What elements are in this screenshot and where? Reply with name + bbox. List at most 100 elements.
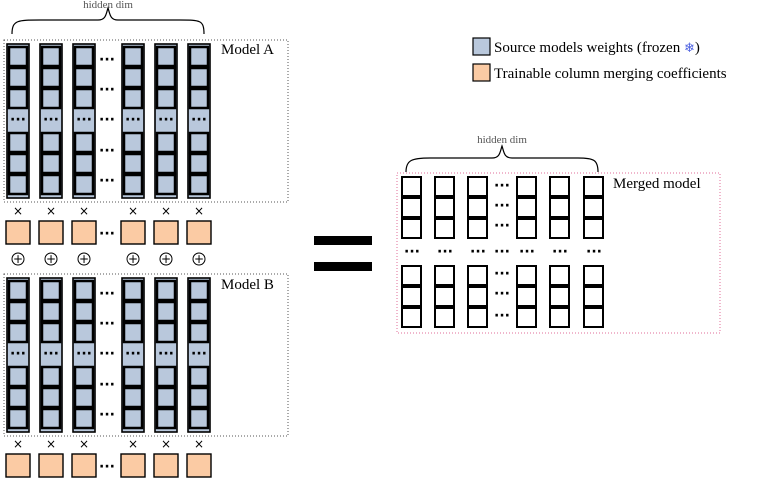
model-a-cell [155, 152, 177, 175]
model-b-cell [40, 386, 62, 409]
equals-bottom-bar [314, 262, 372, 271]
model-b-cell [73, 407, 95, 430]
merged-model-frame [396, 172, 721, 334]
model-b-cell [40, 300, 62, 323]
plus-icon [77, 252, 91, 266]
plus-sign: + [46, 252, 56, 266]
merged-gap-ellipsis: ··· [494, 244, 510, 260]
model-a-cell [122, 131, 144, 154]
coef-a-coefficient [5, 220, 31, 245]
model-a-cell [7, 131, 29, 154]
coef-b-coefficient [71, 453, 97, 478]
model-b-gap-ellipsis: ··· [99, 316, 115, 332]
model-b-column [154, 277, 178, 433]
merged-cell [401, 307, 422, 328]
model-a-column [39, 43, 63, 199]
coef-a-coefficient [186, 220, 212, 245]
model-a-cell [122, 152, 144, 175]
merged-column-ellipsis: ··· [437, 244, 453, 260]
model-b-cell [73, 300, 95, 323]
model-a-cell [73, 66, 95, 89]
merged-cell [549, 307, 570, 328]
model-a-gap-ellipsis: ··· [99, 143, 115, 159]
model-b-cell [7, 365, 29, 388]
model-a-cell [40, 152, 62, 175]
coef-b-coefficient [38, 453, 64, 478]
merged-cell [516, 307, 537, 328]
model-b-column [121, 277, 145, 433]
merged-cell [467, 286, 488, 307]
model-a-cell [40, 131, 62, 154]
merged-cell [549, 176, 570, 197]
model-a-cell [7, 152, 29, 175]
model-b-cell [73, 386, 95, 409]
merged-column-ellipsis: ··· [470, 244, 486, 260]
model-b-column [187, 277, 211, 433]
model-b-cell [188, 300, 210, 323]
model-a-column [154, 43, 178, 199]
model-b-cell [40, 365, 62, 388]
model-b-cell [122, 300, 144, 323]
model-b-label: Model B [221, 277, 274, 293]
coef-a-times: × [13, 204, 23, 218]
merged-cell [516, 176, 537, 197]
merged-cell [549, 265, 570, 286]
model-b-cell [188, 365, 210, 388]
model-b-gap-ellipsis: ··· [99, 377, 115, 393]
plus-sign: + [194, 252, 204, 266]
model-a-column-ellipsis: ··· [10, 112, 26, 128]
top-brace-label: hidden dim [83, 0, 133, 11]
model-b-frame [3, 273, 289, 437]
model-b-cell [188, 407, 210, 430]
coef-b-coefficient [186, 453, 212, 478]
model-a-cell [122, 173, 144, 196]
merged-cell [401, 265, 422, 286]
model-b-column-ellipsis: ··· [10, 346, 26, 362]
model-b-cell [188, 321, 210, 344]
model-a-column [6, 43, 30, 199]
model-b-cell [122, 407, 144, 430]
model-a-gap-ellipsis: ··· [99, 112, 115, 128]
model-b-cell [7, 386, 29, 409]
model-b-cell [73, 279, 95, 302]
merged-cell [434, 197, 455, 218]
merged-column-ellipsis: ··· [519, 244, 535, 260]
model-b-column-ellipsis: ··· [191, 346, 207, 362]
merged-gap-ellipsis: ··· [494, 286, 510, 302]
merged-cell [467, 307, 488, 328]
model-a-cell [155, 87, 177, 110]
model-a-cell [73, 131, 95, 154]
model-a-cell [7, 45, 29, 68]
model-a-cell [155, 173, 177, 196]
model-a-gap-ellipsis: ··· [99, 173, 115, 189]
model-a-column-ellipsis: ··· [191, 112, 207, 128]
model-b-column [72, 277, 96, 433]
merged-cell [467, 176, 488, 197]
model-b-cell [40, 321, 62, 344]
merged-cell [549, 218, 570, 239]
model-b-cell [7, 279, 29, 302]
model-a-gap-ellipsis: ··· [99, 82, 115, 98]
coef-a-coefficient [120, 220, 146, 245]
merged-cell [467, 265, 488, 286]
model-b-cell [122, 279, 144, 302]
merged-cell [516, 265, 537, 286]
model-a-cell [188, 173, 210, 196]
merged-gap-ellipsis: ··· [494, 178, 510, 194]
merged-column-ellipsis: ··· [404, 244, 420, 260]
model-a-cell [155, 131, 177, 154]
coef-b-gap-ellipsis: ··· [99, 459, 115, 475]
model-a-cell [188, 152, 210, 175]
model-b-cell [155, 365, 177, 388]
merged-gap-ellipsis: ··· [494, 308, 510, 324]
model-b-cell [73, 321, 95, 344]
coef-b-times: × [128, 437, 138, 451]
merged-cell [516, 218, 537, 239]
snowflake-icon: ❄ [684, 41, 695, 56]
model-b-cell [40, 407, 62, 430]
coef-a-coefficient [153, 220, 179, 245]
model-a-cell [40, 87, 62, 110]
merged-gap-ellipsis: ··· [494, 218, 510, 234]
model-a-cell [40, 173, 62, 196]
